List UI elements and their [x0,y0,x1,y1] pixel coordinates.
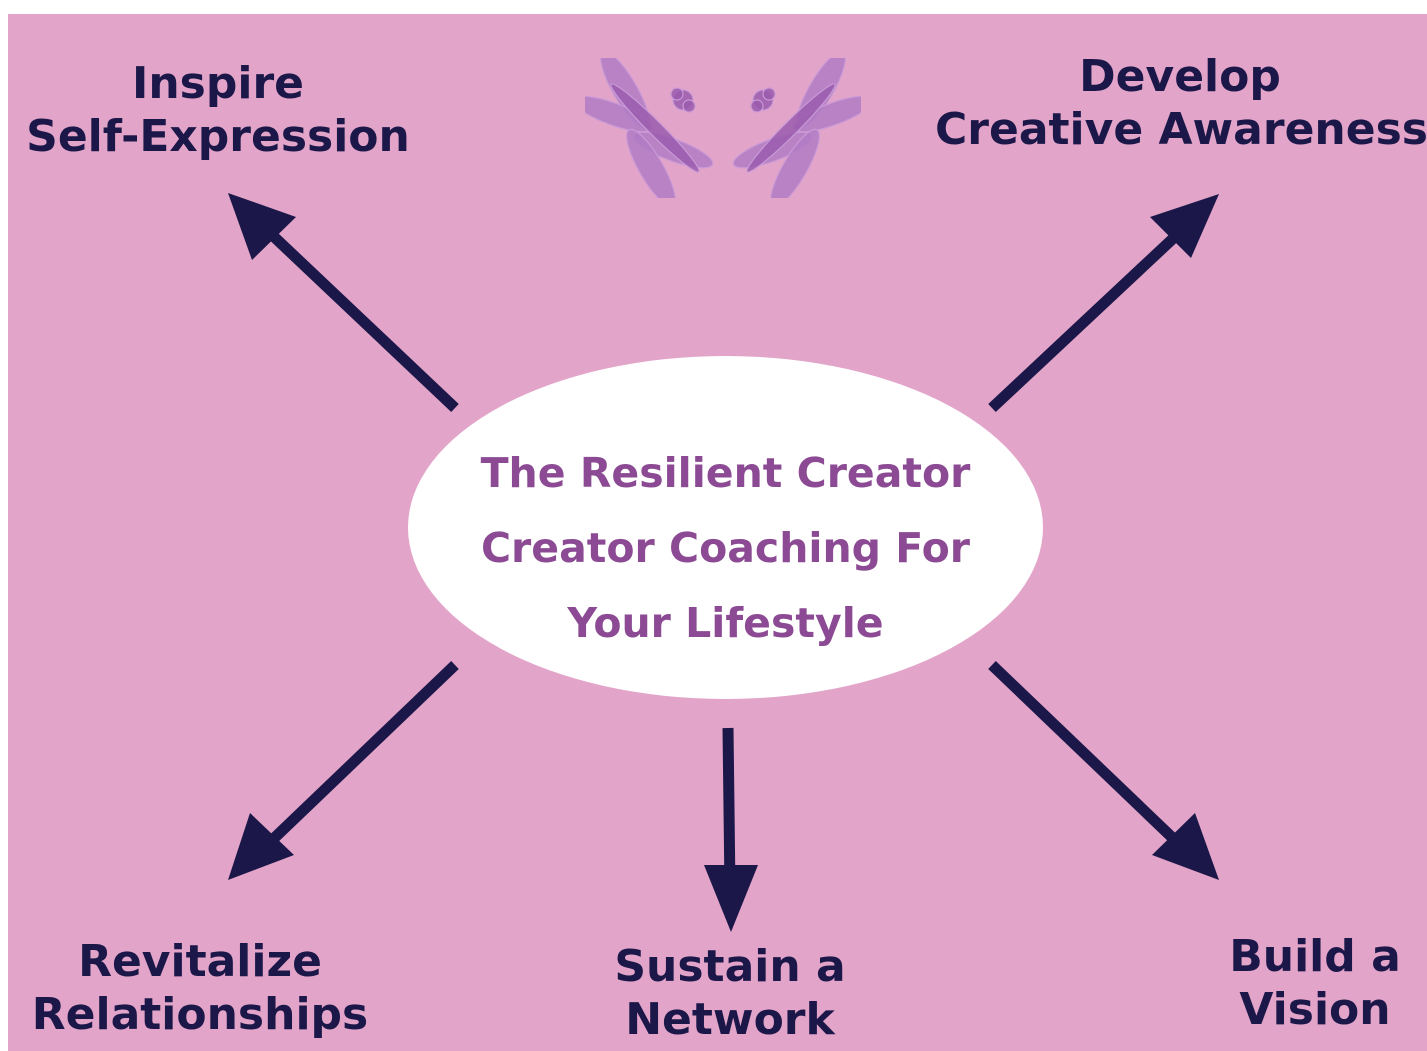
branch-develop-creative-awareness: Develop Creative Awareness [935,50,1427,156]
arrow-to-build [988,661,1184,849]
dragonfly-icon [729,58,861,198]
branch-revitalize-relationships: Revitalize Relationships [20,935,380,1041]
branch-label-line: Self-Expression [26,111,410,162]
branch-label-line: Build a [1229,931,1401,982]
center-node-title: The Resilient Creator Creator Coaching F… [408,436,1043,661]
center-title-line: Your Lifestyle [567,599,884,647]
center-node [408,356,1043,699]
branch-label-line: Revitalize [78,936,322,987]
arrow-to-sustain [722,727,736,891]
branch-label-line: Creative Awareness [935,104,1427,155]
arrowhead-sustain [704,865,758,932]
arrowhead-develop [1150,194,1219,258]
branch-build-a-vision: Build a Vision [1215,930,1415,1036]
arrowhead-inspire [228,193,296,260]
branch-label-line: Relationships [31,989,369,1040]
arrow-to-inspire [266,229,459,412]
arrow-to-revitalize [263,661,459,849]
arrowhead-revitalize [228,813,294,880]
branch-label-line: Sustain a [614,941,846,992]
center-title-line: The Resilient Creator [480,449,971,497]
branch-inspire-self-expression: Inspire Self-Expression [18,57,418,163]
branch-label-line: Vision [1239,984,1391,1035]
branch-label-line: Develop [1079,51,1281,102]
arrowhead-build [1152,813,1219,880]
dragonfly-icon [585,58,717,198]
branch-sustain-a-network: Sustain a Network [575,940,885,1046]
branch-label-line: Inspire [131,58,304,109]
branch-label-line: Network [625,994,835,1045]
arrow-to-develop [988,227,1184,413]
center-title-line: Creator Coaching For [480,524,971,572]
